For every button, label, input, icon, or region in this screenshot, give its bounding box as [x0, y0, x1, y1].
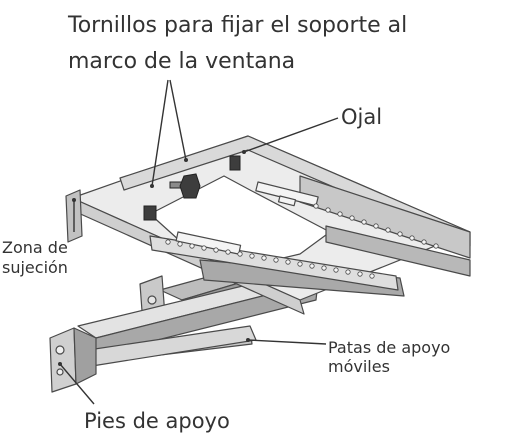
screws-label-line-1: Tornillos para fijar el soporte al — [68, 13, 408, 38]
hole — [297, 261, 303, 267]
support-legs-label: Patas de apoyo móviles — [328, 338, 450, 376]
hole — [333, 267, 339, 273]
screws-leader-left — [151, 79, 169, 187]
screws-leader-right — [169, 79, 187, 161]
screw-clip-left — [143, 205, 157, 221]
hole — [373, 223, 379, 229]
hole — [237, 251, 243, 257]
hole — [357, 271, 363, 277]
tray-front-bar — [149, 235, 399, 291]
hole — [409, 235, 415, 241]
hole — [385, 227, 391, 233]
mounting-tray — [65, 135, 471, 315]
clamping-zone-label-line-2: sujeción — [2, 258, 68, 277]
hole — [369, 273, 375, 279]
slot-left — [175, 231, 242, 255]
hole — [177, 241, 183, 247]
clamping-zone-label-line-1: Zona de — [2, 238, 68, 257]
screws-label: Tornillos para fijar el soporte al marco… — [68, 8, 407, 80]
leader-lines — [59, 79, 339, 405]
hole — [309, 263, 315, 269]
hole — [213, 247, 219, 253]
hole — [249, 253, 255, 259]
hole — [433, 243, 439, 249]
hole — [261, 255, 267, 261]
slot-rim — [277, 195, 297, 207]
pies-leader — [59, 363, 95, 405]
hole — [285, 259, 291, 265]
front-foot-hole — [55, 345, 65, 355]
hole — [349, 215, 355, 221]
clamping-zone-label: Zona de sujeción — [2, 238, 68, 278]
hole — [325, 207, 331, 213]
back-leg-pivot — [147, 295, 157, 305]
leader-dot — [242, 150, 246, 154]
hole — [345, 269, 351, 275]
leader-dot — [72, 198, 76, 202]
screw-clip-top — [229, 155, 241, 171]
screw-knobs — [143, 155, 241, 221]
support-feet-label: Pies de apoyo — [84, 409, 230, 433]
leader-dot — [58, 362, 62, 366]
hole — [397, 231, 403, 237]
leader-dots — [58, 150, 250, 366]
hole — [421, 239, 427, 245]
hole — [361, 219, 367, 225]
hole — [189, 243, 195, 249]
leader-dot — [246, 338, 250, 342]
support-legs-label-line-1: Patas de apoyo — [328, 338, 451, 357]
ojal-leader — [243, 117, 339, 153]
front-foot-hole-2 — [56, 368, 64, 376]
hole — [337, 211, 343, 217]
hole — [321, 265, 327, 271]
screw-knob — [179, 173, 201, 199]
front-foot-side — [73, 327, 97, 385]
leader-dot — [150, 184, 154, 188]
hole — [201, 245, 207, 251]
tray-rail-right — [325, 225, 471, 277]
leader-dot — [184, 158, 188, 162]
ojal-label: Ojal — [341, 105, 383, 129]
hole — [165, 239, 171, 245]
screws-label-line-2: marco de la ventana — [68, 49, 296, 74]
hole — [273, 257, 279, 263]
front-foot-plate — [49, 327, 77, 393]
hole — [225, 249, 231, 255]
patas-leader — [247, 339, 327, 345]
perforation-rows — [165, 203, 439, 279]
hole — [313, 203, 319, 209]
support-legs-label-line-2: móviles — [328, 357, 390, 376]
